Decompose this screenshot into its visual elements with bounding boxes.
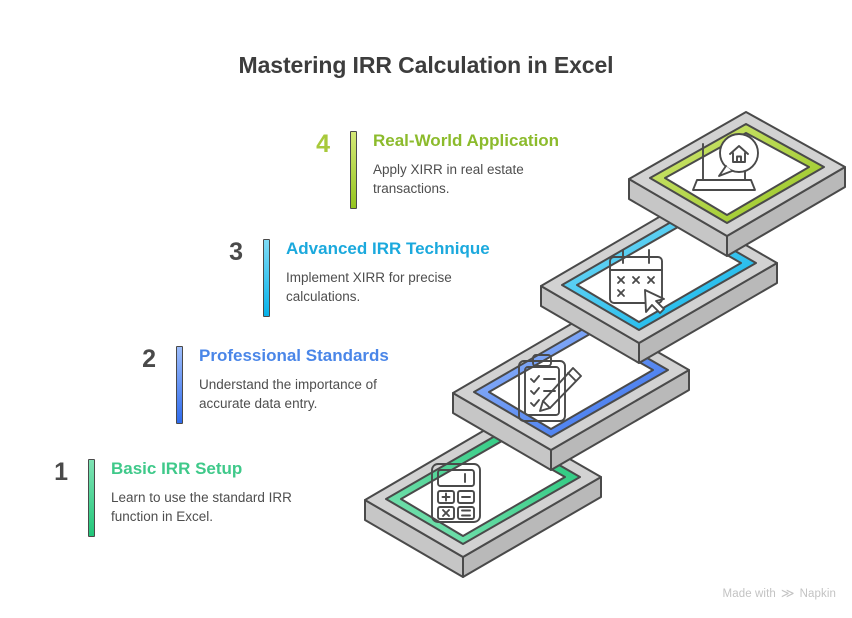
step-heading-3: Advanced IRR Technique [286,239,490,258]
step-number-3: 3 [229,238,243,266]
napkin-logo-icon: ≫ [780,585,795,601]
step-item-2: 2 Professional Standards Understand the … [122,346,404,424]
laptop-house-bubble-icon [692,133,759,191]
step-description-4: Apply XIRR in real estate transactions. [373,161,524,196]
clipboard-checklist-pencil-icon [518,354,582,422]
step-number-4: 4 [316,130,330,158]
napkin-watermark: Made with ≫ Napkin [723,587,836,600]
step-item-4: 4 Real-World Application Apply XIRR in r… [296,131,578,209]
step-heading-2: Professional Standards [199,346,389,365]
step-heading-4: Real-World Application [373,131,560,150]
step-accent-bar-1 [88,459,95,537]
step-accent-bar-2 [176,346,183,424]
step-item-1: 1 Basic IRR Setup Learn to use the stand… [34,459,316,537]
watermark-prefix: Made with [722,587,776,600]
calendar-cursor-icon [609,249,665,314]
step-number-1: 1 [54,458,68,486]
step-number-2: 2 [142,345,156,373]
stair-block-4 [628,111,846,257]
step-description-2: Understand the importance of accurate da… [199,376,377,411]
step-description-3: Implement XIRR for precise calculations. [286,269,452,304]
page-title: Mastering IRR Calculation in Excel [238,52,614,78]
calculator-icon [431,463,481,523]
stair-block-1 [364,419,602,578]
step-description-1: Learn to use the standard IRR function i… [111,489,292,524]
watermark-brand: Napkin [799,587,836,600]
step-accent-bar-3 [263,239,270,317]
step-item-3: 3 Advanced IRR Technique Implement XIRR … [209,239,491,317]
step-heading-1: Basic IRR Setup [111,459,243,478]
step-accent-bar-4 [350,131,357,209]
